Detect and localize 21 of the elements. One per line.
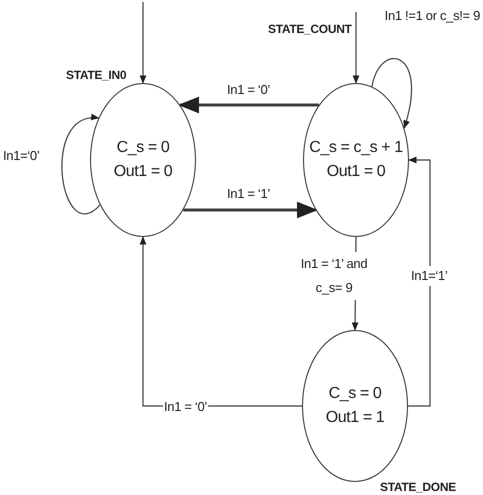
edge-label: In1=‘1’ [410, 266, 448, 286]
state-action: C_s = c_s + 1 [309, 138, 403, 158]
state-name: STATE_IN0 [66, 67, 126, 84]
state-action: Out1 = 1 [326, 408, 384, 428]
transition-arrow [183, 202, 318, 218]
edge-label: In1 = ‘0’ [226, 81, 271, 99]
edge-label: In1 = ‘1’ [226, 185, 271, 203]
state-action: C_s = 0 [116, 138, 170, 158]
state-action: Out1 = 0 [114, 162, 172, 182]
edge-label: In1=‘0’ [2, 147, 40, 165]
edge-label: In1 !=1 or c_s!= 9 [384, 7, 481, 25]
transition-arrow [140, 2, 146, 84]
transition-arrow [371, 58, 412, 129]
transition-arrow [61, 115, 100, 214]
state-action: C_s = 0 [328, 384, 382, 404]
state-name: STATE_COUNT [268, 21, 352, 38]
transition-arrow [178, 96, 319, 114]
transition-arrow [352, 12, 360, 84]
state-action: Out1 = 0 [326, 162, 386, 182]
transition-arrow [408, 156, 431, 407]
state-name: STATE_DONE [380, 479, 456, 495]
